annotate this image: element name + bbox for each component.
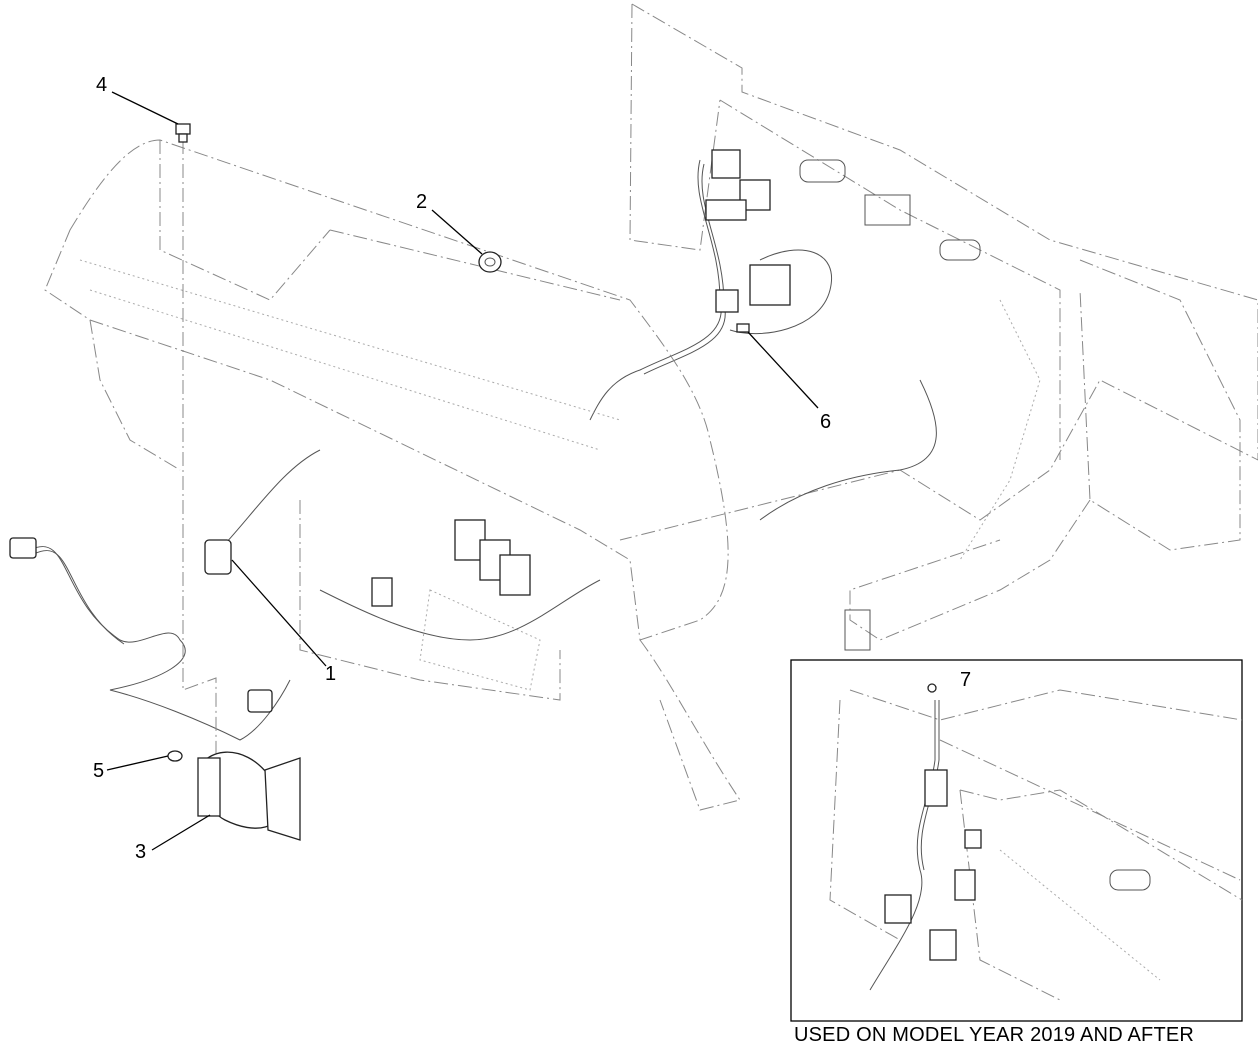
callout-6: 6 — [820, 411, 832, 433]
callout-4: 4 — [96, 74, 108, 96]
callout-1: 1 — [325, 663, 337, 685]
callout-2: 2 — [416, 191, 428, 213]
frame-wire-harness — [589, 149, 937, 521]
inset-caption: USED ON MODEL YEAR 2019 AND AFTER — [794, 1024, 1195, 1046]
dash-panel — [44, 139, 741, 811]
leader-lines — [106, 91, 957, 851]
callout-7: 7 — [960, 669, 972, 691]
grommet-part-2 — [478, 251, 502, 273]
connector-part-6 — [736, 323, 750, 333]
bolt-part-4 — [175, 123, 191, 143]
horn-part-3 — [197, 751, 301, 841]
callout-3: 3 — [135, 841, 147, 863]
alignment-line — [182, 140, 217, 760]
fastener-part-7 — [927, 683, 937, 693]
left-wire-harness — [9, 449, 321, 741]
callout-5: 5 — [93, 760, 105, 782]
nut-part-5 — [167, 750, 183, 762]
inset-detail — [790, 659, 1243, 1022]
connector-part-1 — [204, 539, 232, 575]
